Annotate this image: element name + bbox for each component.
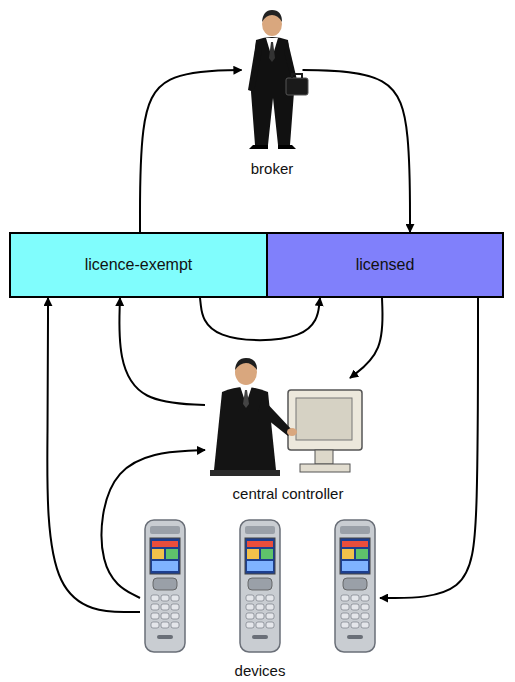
broker-figure-part [248,42,262,92]
flow-arrow [119,298,205,405]
broker-figure-part [292,74,302,78]
broker-figure-part [269,42,275,62]
node-label: central controller [231,485,346,503]
phone-icon [145,520,185,652]
broker-figure-part [262,10,282,22]
controller-figure-part [300,464,350,472]
flow-arrow [102,450,205,598]
band-segment: licensed [266,232,504,298]
flow-arrow [303,70,411,232]
controller-figure-part [315,450,333,464]
broker-node: broker [242,0,303,178]
flow-arrow [380,298,478,598]
node-label: broker [249,160,296,178]
flow-arrow [350,298,383,378]
controller-figure-part [235,358,257,370]
band-segment: licence-exempt [9,232,268,298]
flow-arrow [140,70,242,232]
controller-figure-part [210,470,280,476]
controller-figure-part [243,390,249,408]
controller-figure-part [235,359,257,385]
controller-node: central controller [205,378,371,503]
flow-arrow [47,298,140,612]
broker-figure-part [284,42,297,82]
controller-figure-part [288,390,362,450]
devices-node: devices [140,515,380,680]
broker-figure-part [286,78,308,95]
controller-figure-part [214,387,276,470]
node-label: licensed [356,256,415,274]
controller-figure-part [296,398,352,440]
broker-figure [248,10,308,149]
controller-figure-part [258,398,292,436]
device-phones [145,520,375,652]
node-label: devices [233,662,288,680]
broker-figure-part [249,145,296,149]
controller-figure-part [287,428,297,436]
flow-arrow [200,298,320,340]
node-label: licence-exempt [85,256,193,274]
phone-icon [240,520,280,652]
phone-icon [335,520,375,652]
controller-figure [210,358,362,476]
